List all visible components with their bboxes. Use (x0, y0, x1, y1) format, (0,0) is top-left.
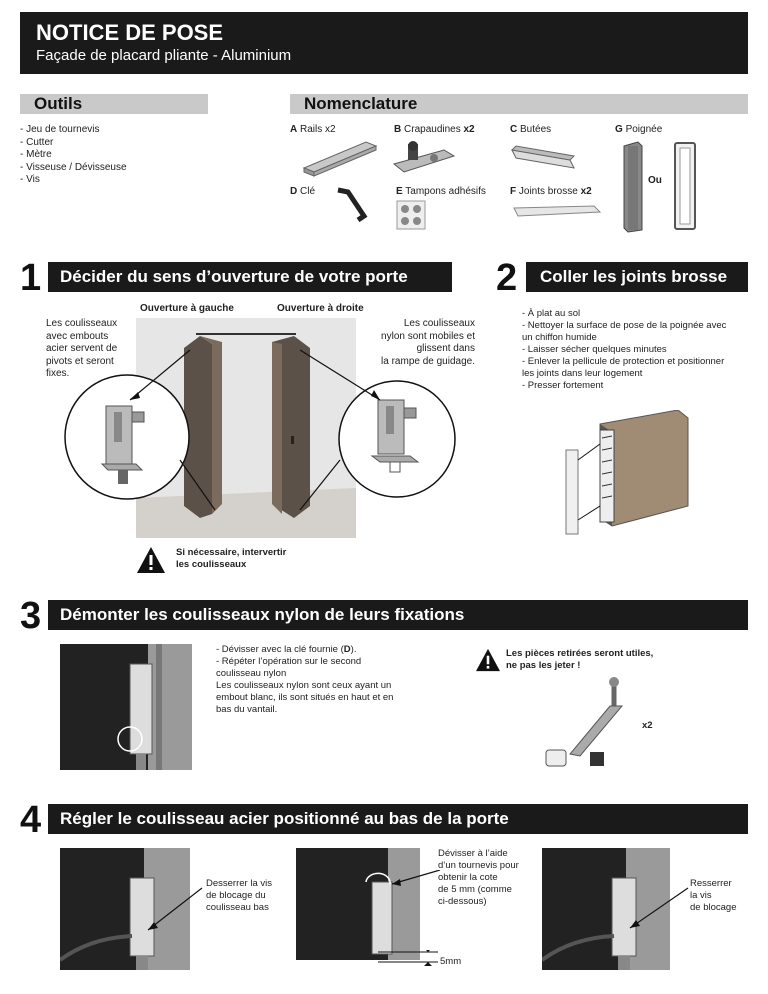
step-4-photo-2 (296, 848, 420, 960)
part-label-a: A Rails x2 (290, 124, 336, 135)
step-3-instructions: - Dévisser avec la clé fournie (D). - Ré… (216, 644, 394, 715)
part-label-e: E Tampons adhésifs (396, 186, 486, 197)
stop-illustration (510, 145, 576, 169)
step-2-instructions: - À plat au sol - Nettoyer la surface de… (522, 308, 727, 391)
right-runner-detail (338, 380, 456, 498)
step-4-arrows (147, 870, 689, 931)
step-4-text-3: Resserrer la vis de blocage (690, 878, 737, 913)
step-2-number: 2 (496, 257, 518, 299)
tool-item: - Mètre (20, 149, 52, 160)
step-4-photo-3 (542, 848, 670, 970)
page-title: NOTICE DE POSE (36, 20, 224, 45)
step-1-number: 1 (20, 257, 42, 299)
brush-seal-install-illustration (565, 410, 689, 535)
step-3-photo (60, 644, 192, 770)
tools-list: - Jeu de tournevis - Cutter - Mètre - Vi… (20, 124, 200, 187)
dimension-label: 5mm (440, 956, 462, 967)
header-banner: NOTICE DE POSE Façade de placard pliante… (20, 12, 748, 74)
left-runner-text: Les coulisseaux avec embouts acier serve… (46, 318, 118, 379)
right-runner-text: Les coulisseaux nylon sont mobiles et gl… (381, 318, 475, 367)
brush-seal-illustration (513, 205, 602, 217)
warning-icon (137, 547, 165, 573)
step-3-warning: Les pièces retirées seront utiles, ne pa… (506, 648, 654, 671)
step-4-text-1: Desserrer la vis de blocage du coulissea… (206, 878, 272, 913)
nomenclature-header: Nomenclature (290, 94, 748, 114)
pivot-illustration (392, 141, 456, 173)
handle-frame-illustration (674, 142, 696, 230)
step-4-number: 4 (20, 799, 42, 841)
part-label-d: D Clé (290, 186, 316, 197)
removed-parts-illustration (545, 677, 624, 767)
left-opening-label: Ouverture à gauche (140, 303, 234, 314)
pads-illustration (396, 200, 426, 230)
detail-arrows (129, 349, 381, 511)
step-1-warning: Si nécessaire, intervertir les coulissea… (176, 547, 287, 570)
part-label-g: G Poignée (615, 124, 663, 135)
handle-illustration (623, 141, 643, 233)
page-subtitle: Façade de placard pliante - Aluminium (36, 47, 292, 64)
step-4-text-2: Dévisser à l’aide d’un tournevis pour ob… (438, 848, 519, 907)
step-3-quantity: x2 (642, 720, 653, 731)
tool-item: - Vis (20, 174, 40, 185)
step-1-title: Décider du sens d’ouverture de votre por… (48, 262, 452, 292)
tool-item: - Jeu de tournevis (20, 124, 100, 135)
key-illustration (337, 187, 368, 223)
left-runner-detail (64, 374, 190, 500)
closet-doors-illustration (136, 318, 356, 538)
step-2-title: Coller les joints brosse (526, 262, 748, 292)
tool-item: - Visseuse / Dévisseuse (20, 161, 127, 173)
rails-illustration (302, 141, 378, 177)
or-label: Ou (648, 175, 662, 186)
tool-item: - Cutter (20, 136, 54, 148)
step-3-number: 3 (20, 595, 42, 637)
part-label-f: F Joints brosse x2 (510, 186, 592, 197)
step-4-photo-1 (60, 848, 190, 970)
part-label-b: B Crapaudines x2 (394, 124, 475, 135)
dimension-marker (378, 950, 438, 966)
step-4-title: Régler le coulisseau acier positionné au… (48, 804, 748, 834)
right-opening-label: Ouverture à droite (277, 303, 364, 314)
tools-header: Outils (20, 94, 208, 114)
step-3-title: Démonter les coulisseaux nylon de leurs … (48, 600, 748, 630)
warning-icon (476, 648, 500, 672)
part-label-c: C Butées (510, 124, 552, 135)
